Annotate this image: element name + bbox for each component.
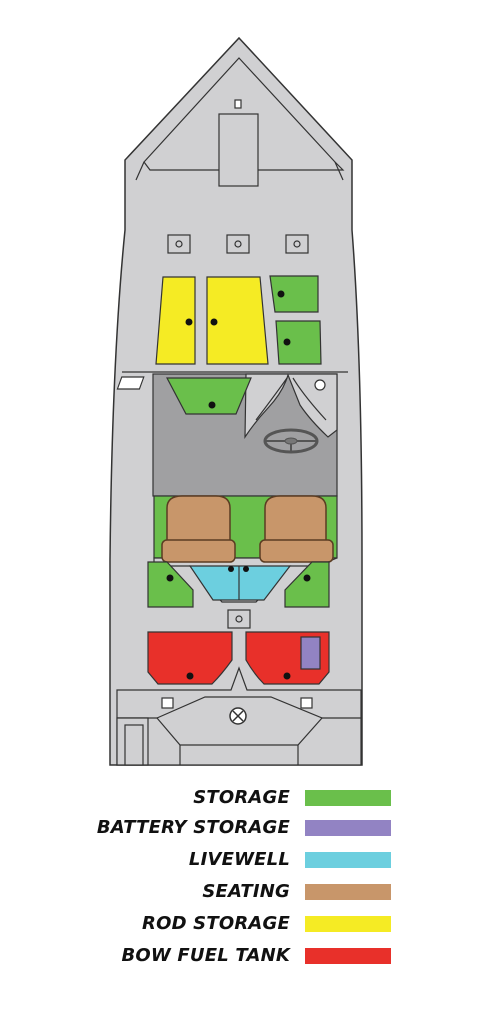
livewell[interactable] — [188, 565, 292, 601]
console-dash — [255, 377, 288, 421]
legend-label: STORAGE — [193, 787, 290, 808]
legend-label: SEATING — [202, 881, 290, 902]
boat-deck-diagram — [109, 36, 363, 766]
bow-gunwale-left — [135, 161, 145, 181]
storage-hatch-cockpit[interactable] — [166, 377, 252, 415]
legend-label: LIVEWELL — [188, 849, 290, 870]
deck-plate — [227, 609, 251, 629]
helm-console — [244, 373, 338, 440]
legend-swatch — [305, 916, 391, 932]
bow-cleat — [234, 99, 242, 109]
console-gauge — [116, 376, 145, 390]
bow-gunwale-right — [334, 161, 344, 181]
seat-right[interactable] — [259, 495, 334, 563]
stern-corner-left-inner — [124, 724, 144, 766]
legend-label: BATTERY STORAGE — [96, 817, 290, 838]
hatch-latch — [283, 338, 291, 346]
legend-label: ROD STORAGE — [142, 913, 290, 934]
storage-hatch-front-lower[interactable] — [275, 320, 322, 365]
console-dash — [292, 377, 327, 421]
legend-item-storage: STORAGE — [0, 786, 477, 810]
legend-swatch — [305, 852, 391, 868]
deck-plate — [226, 234, 250, 254]
legend-swatch — [305, 884, 391, 900]
hatch-latch — [186, 672, 194, 680]
fuel-tank-hatch-left[interactable] — [147, 631, 233, 685]
hatch-latch — [243, 566, 249, 572]
hatch-latch — [283, 672, 291, 680]
drain-plug-icon — [229, 707, 247, 725]
storage-hatch-front-upper[interactable] — [269, 275, 319, 313]
stern-cleat-left — [161, 697, 174, 709]
legend-item-battery-storage: BATTERY STORAGE — [0, 816, 477, 840]
rod-storage-hatch-left[interactable] — [155, 276, 196, 365]
legend-swatch — [305, 790, 391, 806]
storage-hatch-rear-right[interactable] — [284, 561, 330, 608]
hatch-latch — [228, 566, 234, 572]
hatch-latch — [185, 318, 193, 326]
hatch-latch — [166, 574, 174, 582]
rod-storage-hatch-right[interactable] — [206, 276, 269, 365]
deck-plate — [167, 234, 191, 254]
legend-item-seating: SEATING — [0, 880, 477, 904]
hatch-latch — [303, 574, 311, 582]
stern-cleat-right — [300, 697, 313, 709]
hatch-latch — [277, 290, 285, 298]
steering-wheel-icon — [263, 428, 319, 454]
legend-swatch — [305, 948, 391, 964]
anchor-locker[interactable] — [218, 113, 259, 187]
console-switch — [314, 379, 326, 391]
storage-hatch-rear-left[interactable] — [147, 561, 194, 608]
hatch-latch — [210, 318, 218, 326]
deck-plate — [285, 234, 309, 254]
hatch-latch — [208, 401, 216, 409]
legend-swatch — [305, 820, 391, 836]
legend-item-livewell: LIVEWELL — [0, 848, 477, 872]
legend-item-rod-storage: ROD STORAGE — [0, 912, 477, 936]
seat-left[interactable] — [161, 495, 236, 563]
battery-storage-hatch[interactable] — [300, 636, 321, 670]
legend-label: BOW FUEL TANK — [121, 945, 290, 966]
legend-item-bow-fuel-tank: BOW FUEL TANK — [0, 944, 477, 968]
